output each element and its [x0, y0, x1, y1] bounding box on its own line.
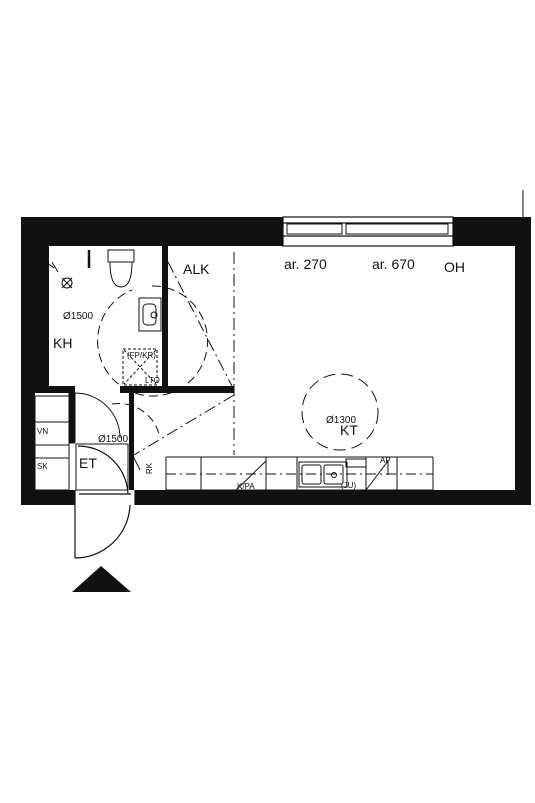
oh-area-label: ar. 670	[372, 256, 415, 272]
fp-kr-cabinet	[122, 348, 158, 386]
kitchen-turning-area: Ø1300 KT	[301, 373, 379, 451]
alk-area-label: ar. 270	[284, 256, 327, 272]
kt-turn-label: Ø1300	[326, 415, 356, 426]
bathroom-door-swing	[74, 392, 121, 443]
wardrobe-cabinet	[34, 395, 70, 491]
hall-right-wall	[129, 393, 134, 490]
toilet-icon	[107, 249, 135, 288]
exterior-walls	[21, 217, 531, 505]
window-frame	[282, 216, 454, 247]
rk-label: RK	[145, 462, 154, 474]
alcove-diagonal	[167, 261, 235, 391]
fp-kr-diag-1	[123, 349, 157, 385]
oh-room-label: OH	[444, 259, 465, 275]
kt-turning-circle	[301, 373, 379, 451]
dishwasher-marker	[345, 458, 367, 468]
window	[282, 216, 454, 247]
lto-label: LTO	[145, 376, 160, 385]
bathroom: Ø1500 KH (FP/KR) LTO	[37, 249, 209, 397]
cabinet-zigzag	[365, 459, 389, 491]
ap-label: AP	[380, 456, 391, 465]
hall-recess	[68, 392, 75, 444]
left-wall	[21, 217, 35, 505]
bathroom-bottom-wall-right	[120, 386, 234, 393]
inner-door-swing	[77, 445, 129, 495]
bottom-wall-left	[21, 490, 75, 505]
entrance-turning-arc	[111, 403, 161, 439]
vn-label: VN	[37, 427, 48, 436]
rk-marker-line	[133, 457, 141, 471]
bottom-wall-right	[135, 490, 516, 505]
kh-turn-label: Ø1500	[63, 311, 93, 322]
hall-closet	[75, 443, 129, 491]
entrance-arrow-icon	[72, 566, 131, 592]
alk-room-label: ALK	[183, 261, 210, 277]
shower-icon	[37, 261, 73, 289]
interior-walls	[35, 246, 234, 490]
door-leaf-swing	[74, 504, 131, 559]
bathroom-bottom-wall-left	[35, 386, 75, 393]
bathroom-right-wall	[162, 246, 168, 391]
sk-label: SK	[37, 462, 48, 471]
et-room-label: ET	[79, 455, 97, 471]
window-sash-right	[345, 223, 449, 235]
fp-kr-label: (FP/KR)	[127, 351, 156, 360]
fp-kr-diag-2	[123, 349, 157, 385]
kh-room-label: KH	[53, 335, 72, 351]
right-wall	[515, 217, 531, 505]
top-wall-left	[21, 217, 283, 246]
bathroom-turning-circle	[97, 285, 209, 397]
fridge-zigzag	[235, 460, 267, 491]
hall-diagonal	[133, 394, 235, 456]
entrance-hall: Ø1500 ET VN SK RK	[34, 392, 161, 491]
alcove: ALK	[133, 252, 235, 456]
kt-room-label: KT	[340, 422, 358, 438]
entrance-door	[74, 445, 136, 559]
kitchen-counter: K/PA AP (JU)	[165, 456, 434, 491]
kpa-label: K/PA	[237, 482, 255, 491]
bathroom-left-recess	[35, 246, 49, 386]
sink-icon	[298, 461, 348, 488]
window-sash-left	[286, 223, 343, 235]
et-turn-label: Ø1500	[98, 434, 128, 445]
washbasin-icon	[138, 297, 162, 332]
ju-label: (JU)	[341, 481, 356, 490]
